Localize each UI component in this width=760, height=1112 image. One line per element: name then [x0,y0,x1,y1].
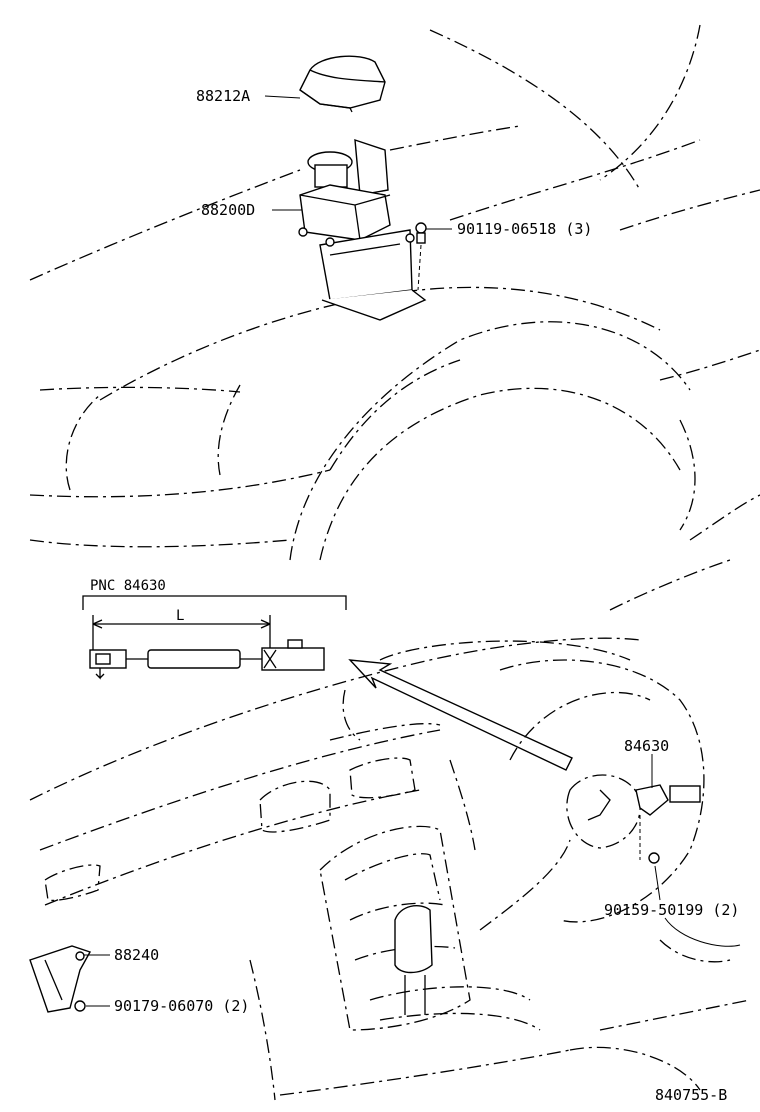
inset-pnc-label: PNC 84630 [90,578,166,594]
label-88200D: 88200D [201,201,255,219]
pointer-arrow [348,659,573,771]
motor-assembly-88200D [298,138,427,321]
label-88240: 88240 [114,946,159,964]
bracket-88240 [29,945,92,1013]
label-88212A: 88212A [196,87,250,105]
label-90119: 90119-06518 (3) [457,220,592,238]
bolt-90179 [74,1000,86,1012]
switch-84630 [566,774,701,860]
bolt-90119 [415,222,427,291]
bolt-90159 [648,852,660,864]
shift-lever [394,904,433,1015]
label-84630: 84630 [624,737,669,755]
dashboard-outline-bottom [29,559,751,1101]
figure-code: 840755-B [655,1086,727,1104]
inset-length-label: L [176,608,184,624]
leader-lines [84,95,741,1007]
inset-pnc-84630 [82,595,347,680]
label-90179: 90179-06070 (2) [114,997,249,1015]
label-90159: 90159-50199 (2) [604,901,739,919]
cover-88212A [299,55,386,113]
